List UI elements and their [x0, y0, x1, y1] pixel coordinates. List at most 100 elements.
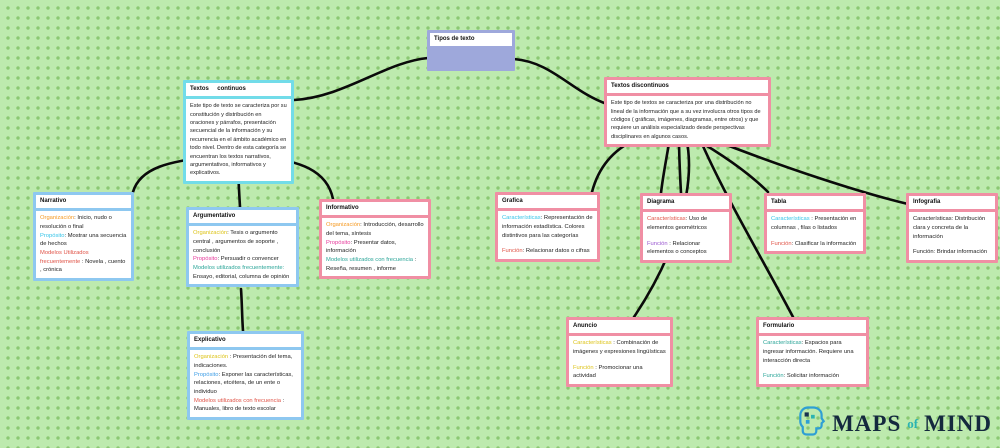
- node-text-line: Características: Representación de infor…: [502, 214, 593, 240]
- node-title: Formulario: [759, 320, 866, 334]
- node-text-line: Modelos utilizados frecuentemente: Ensay…: [193, 264, 292, 281]
- node-text-line: Modelos utilizados con frecuencia : Rese…: [326, 256, 424, 273]
- keyword-label: Función: [763, 373, 784, 380]
- line-text: : Solicitar información: [783, 373, 840, 380]
- node-body: Organización: Tesis o argumento central …: [189, 226, 296, 285]
- node-tipos-de-texto[interactable]: Tipos de texto: [427, 30, 515, 72]
- line-text: : Combinación de imágenes y expresiones …: [573, 340, 666, 355]
- logo-text-mind: MIND: [924, 410, 992, 436]
- node-infografia[interactable]: Infografia Características: Distribución…: [906, 193, 998, 263]
- node-grafica[interactable]: Grafica Características: Representación …: [495, 192, 600, 262]
- keyword-label: Modelos utilizados con frecuencia: [326, 256, 414, 263]
- node-body: Organización: Inicio, nudo o resolución …: [36, 211, 131, 278]
- connector-root-discontinuos: [512, 57, 609, 106]
- node-text-line: Características: Distribución clara y co…: [913, 215, 991, 241]
- keyword-label: Organización: [194, 354, 229, 361]
- keyword-label: Características: [763, 340, 802, 347]
- line-text: : Espacios para ingresar información. Re…: [763, 340, 854, 364]
- node-title: Grafica: [498, 195, 597, 209]
- node-body: Este tipo de textos se caracteriza por u…: [607, 96, 768, 145]
- node-argumentativo[interactable]: Argumentativo Organización: Tesis o argu…: [186, 207, 299, 288]
- node-text-line: Organización: Inicio, nudo o resolución …: [40, 214, 127, 231]
- node-textos-discontinuos[interactable]: Textos discontinuos Este tipo de textos …: [604, 77, 771, 148]
- line-text: : Presentación del tema, indicaciones.: [194, 354, 293, 369]
- line-text: : Mostrar una secuencia de hechos: [40, 232, 127, 248]
- node-text-line: Características: Espacios para ingresar …: [763, 339, 862, 365]
- node-title: Explicativo: [190, 334, 301, 348]
- node-text-line: Características: Uso de elementos geomét…: [647, 215, 725, 232]
- keyword-label: Función: [573, 364, 594, 371]
- node-body: Organización : Presentación del tema, in…: [190, 350, 301, 417]
- node-tabla[interactable]: Tabla Características : Presentación en …: [764, 193, 866, 255]
- maps-of-mind-logo: MAPS of MIND: [797, 405, 992, 442]
- keyword-label: Características: [647, 216, 686, 223]
- line-text: : Presentar datos, información: [326, 239, 397, 255]
- line-text: : Reseña, resumen , informe: [326, 256, 417, 272]
- node-text-line: Propósito: Mostrar una secuencia de hech…: [40, 232, 127, 249]
- node-text-line: Propósito: Exponer las características, …: [194, 371, 297, 397]
- connector-argumentativo-explicativo: [239, 287, 245, 333]
- node-title: Argumentativo: [189, 210, 296, 224]
- node-text-line: Organización: Tesis o argumento central …: [193, 229, 292, 255]
- keyword-label: Modelos Utilizados frecuentemente: [40, 249, 89, 265]
- keyword-label: Características: [502, 215, 541, 222]
- line-text: : Relacionar elementos o conceptos: [647, 240, 707, 256]
- node-text-line: Modelos Utilizados frecuentemente : Nove…: [40, 249, 127, 275]
- node-text-line: Modelos utilizados con frecuencia : Manu…: [194, 397, 297, 414]
- node-informativo[interactable]: Informativo Organización: Introducción, …: [319, 199, 431, 280]
- node-text-line: Propósito: Presentar datos, información: [326, 239, 424, 256]
- node-text-line: Función: Relacionar datos o cifras: [502, 247, 593, 256]
- node-diagrama[interactable]: Diagrama Características: Uso de element…: [640, 193, 732, 263]
- node-title: Textos continuos: [186, 83, 291, 97]
- node-text-line: Características : Presentación en column…: [771, 215, 859, 232]
- keyword-label: Modelos utilizados frecuentemente:: [193, 264, 285, 271]
- node-explicativo[interactable]: Explicativo Organización : Presentación …: [187, 331, 304, 420]
- node-body: Características : Combinación de imágene…: [569, 336, 670, 384]
- node-title: Tipos de texto: [430, 33, 512, 47]
- node-body: Características: Representación de infor…: [498, 211, 597, 259]
- line-text: : Representación de información estadíst…: [502, 215, 593, 239]
- connector-discontinuos-infografia: [704, 135, 910, 206]
- node-textos-continuos[interactable]: Textos continuos Este tipo de texto se c…: [183, 80, 294, 184]
- keyword-label: Organización: [326, 222, 361, 229]
- node-title: Narrativo: [36, 195, 131, 209]
- keyword-label: Características: [771, 216, 810, 223]
- line-text: : Introducción, desarrollo del tema, sín…: [326, 222, 424, 237]
- line-text: : Inicio, nudo o resolución o final: [40, 215, 112, 230]
- logo-text-maps: MAPS: [832, 410, 902, 436]
- keyword-label: Modelos utilizados con frecuencia: [194, 397, 282, 404]
- node-title: Informativo: [322, 202, 428, 216]
- line-text: : Exponer las características, relacione…: [194, 371, 293, 395]
- connector-root-continuos: [292, 56, 430, 102]
- node-anuncio[interactable]: Anuncio Características : Combinación de…: [566, 317, 673, 387]
- node-text-line: Función : Promocionar una actividad: [573, 364, 666, 381]
- node-body: Características: Uso de elementos geomét…: [643, 212, 729, 260]
- node-narrativo[interactable]: Narrativo Organización: Inicio, nudo o r…: [33, 192, 134, 281]
- keyword-label: Propósito: [194, 371, 219, 378]
- node-text-line: Características : Combinación de imágene…: [573, 339, 666, 356]
- node-title: Tabla: [767, 196, 863, 210]
- node-body: Este tipo de texto se caracteriza por su…: [186, 99, 291, 181]
- keyword-label: Propósito: [326, 239, 351, 246]
- keyword-label: Organización: [193, 230, 228, 237]
- line-text: : Uso de elementos geométricos: [647, 216, 708, 231]
- line-text: Ensayo, editorial, columna de opinión: [193, 273, 290, 280]
- node-formulario[interactable]: Formulario Características: Espacios par…: [756, 317, 869, 387]
- keyword-label: Características: [573, 340, 612, 347]
- line-text: : Novela , cuento , crónica: [40, 258, 126, 274]
- line-text: : Promocionar una actividad: [573, 364, 643, 380]
- line-text: : Persuadir o convencer: [217, 256, 279, 263]
- node-title: Diagrama: [643, 196, 729, 210]
- keyword-label: Función: [647, 240, 668, 247]
- node-text-line: Organización : Presentación del tema, in…: [194, 353, 297, 370]
- keyword-label: Propósito: [40, 232, 65, 239]
- node-body: Características: Espacios para ingresar …: [759, 336, 866, 384]
- keyword-label: Organización: [40, 215, 75, 222]
- node-text-line: Función : Relacionar elementos o concept…: [647, 240, 725, 257]
- node-title: Infografia: [909, 196, 995, 210]
- line-text: : Distribución clara y concreta de la in…: [913, 216, 986, 240]
- node-body: Organización: Introducción, desarrollo d…: [322, 218, 428, 277]
- node-text-line: Organización: Introducción, desarrollo d…: [326, 221, 424, 238]
- keyword-label: Función: [502, 248, 523, 255]
